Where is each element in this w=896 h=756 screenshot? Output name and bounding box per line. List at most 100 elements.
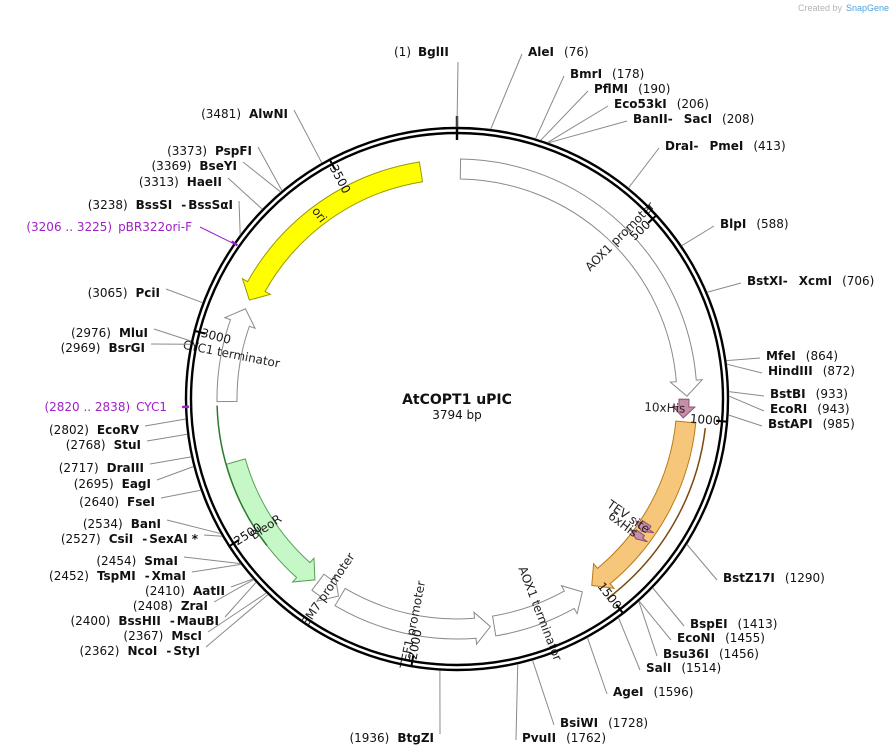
site-name-smai-0: SmaI	[144, 554, 178, 568]
feature-arrow-em7-promoter[interactable]	[311, 573, 340, 602]
site-econi[interactable]: EcoNI(1455)	[638, 600, 765, 645]
feature-bleor[interactable]: BleoR	[225, 458, 316, 583]
site-smai[interactable]: SmaI(2454)	[96, 554, 241, 568]
site-ecorv[interactable]: EcoRV(2802)	[49, 418, 186, 437]
site-pflmi[interactable]: PflMI(190)	[540, 82, 671, 141]
site-draiii[interactable]: DraIII(2717)	[59, 456, 192, 475]
site-name-alwni-0: AlwNI	[249, 107, 288, 121]
site-bsssi[interactable]: BssSαI - BssSI(3238)	[88, 198, 241, 235]
primer-cyc1[interactable]: CYC1(2820 .. 2838)	[44, 400, 190, 414]
site-drai[interactable]: DraI - PmeI(413)	[628, 139, 786, 189]
feature-arrow-ori[interactable]	[241, 161, 424, 301]
site-agei[interactable]: AgeI(1596)	[586, 637, 693, 699]
site-leader-aatii	[230, 578, 254, 588]
site-msci[interactable]: MscI(2367)	[123, 592, 267, 643]
site-pos-ncoi: (2362)	[80, 644, 120, 658]
site-bsshii[interactable]: MauBI - BssHII(2400)	[70, 581, 257, 628]
site-leader-bseyi	[242, 161, 281, 193]
site-ecori[interactable]: EcoRI(943)	[728, 395, 850, 416]
feature-ori[interactable]: ori	[241, 161, 424, 301]
site-bstapi[interactable]: BstAPI(985)	[728, 414, 855, 431]
site-sep-bstxi: -	[783, 274, 788, 288]
site-pos-mfei: (864)	[806, 349, 838, 363]
site-eco53ki[interactable]: Eco53kI(206)	[547, 97, 709, 143]
site-name-bsssi-1: BssSαI	[188, 198, 233, 212]
site-pos-msci: (2367)	[123, 629, 163, 643]
ruler-label-2500: 2500	[231, 520, 264, 548]
site-pos-pflmi: (190)	[638, 82, 670, 96]
feature-arrow-cyc1-terminator[interactable]	[216, 308, 257, 403]
site-name-bstz17i-0: BstZ17I	[723, 571, 775, 585]
feature-aox1-promoter[interactable]: AOX1 promoter	[459, 158, 704, 397]
site-name-haeii-0: HaeII	[187, 175, 222, 189]
site-pspfi[interactable]: PspFI(3373)	[167, 144, 283, 192]
site-leader-blpi	[681, 225, 715, 247]
site-alwni[interactable]: AlwNI(3481)	[201, 107, 323, 164]
site-bseyi[interactable]: BseYI(3369)	[152, 159, 281, 193]
site-leader-bsu36i	[638, 601, 658, 657]
site-eagi[interactable]: EagI(2695)	[74, 466, 194, 491]
feature-arrow-aox1-promoter[interactable]	[459, 158, 704, 397]
site-leader-bspei	[652, 587, 685, 627]
site-pos-bsshii: (2400)	[70, 614, 110, 628]
site-tspmi[interactable]: XmaI - TspMI(2452)	[49, 563, 242, 583]
site-leader-tspmi	[191, 563, 242, 573]
feature-10xhis[interactable]: 10xHis	[644, 398, 697, 419]
feature-arrow-tef1-promoter[interactable]	[334, 587, 492, 646]
site-banii[interactable]: BanII - SacI(208)	[548, 112, 754, 144]
site-pos-bglii: (1)	[394, 45, 411, 59]
site-bani[interactable]: BanI(2534)	[83, 517, 221, 535]
site-pos-zrai: (2408)	[133, 599, 173, 613]
site-mfei[interactable]: MfeI(864)	[726, 349, 838, 363]
site-btgzi[interactable]: BtgZI(1936)	[349, 670, 441, 745]
site-layer: (1)BglII AleI(76)BmrI(178)PflMI(190)Eco53…	[26, 45, 874, 745]
feature-arrow-atcopt1-cds[interactable]	[591, 420, 697, 590]
site-leader-msci	[207, 592, 267, 633]
site-mlui[interactable]: MluI(2976)	[71, 326, 192, 342]
site-name-alei-0: AleI	[528, 45, 554, 59]
site-hindiii[interactable]: HindIII(872)	[726, 363, 855, 378]
site-csii[interactable]: SexAI * - CsiI(2527)	[61, 532, 223, 546]
site-ncoi[interactable]: StyI - NcoI(2362)	[80, 594, 269, 658]
site-bglii[interactable]: (1)BglII	[394, 45, 459, 128]
site-alei[interactable]: AleI(76)	[490, 45, 589, 130]
site-pos-csii: (2527)	[61, 532, 101, 546]
site-bstxi[interactable]: BstXI - XcmI(706)	[707, 274, 874, 293]
site-leader-bsiwi	[532, 660, 555, 726]
site-pos-stui: (2768)	[66, 438, 106, 452]
site-stui[interactable]: StuI(2768)	[66, 433, 188, 452]
site-pvuii[interactable]: PvuII(1762)	[515, 664, 606, 745]
primer-pbr322ori-f[interactable]: pBR322ori-F(3206 .. 3225)	[26, 220, 239, 247]
site-sali[interactable]: SalI(1514)	[618, 617, 722, 675]
site-name-bstxi-0: BstXI	[747, 274, 783, 288]
site-bstz17i[interactable]: BstZ17I(1290)	[686, 544, 825, 585]
site-pcii[interactable]: PciI(3065)	[88, 286, 203, 304]
feature-arrow-aox1-terminator[interactable]	[491, 584, 583, 637]
site-aatii[interactable]: AatII(2410)	[145, 578, 254, 598]
site-haeii[interactable]: HaeII(3313)	[139, 175, 263, 210]
site-fsei[interactable]: FseI(2640)	[79, 489, 201, 509]
site-bstbi[interactable]: BstBI(933)	[728, 387, 848, 401]
site-bspei[interactable]: BspEI(1413)	[652, 587, 778, 631]
site-bmri[interactable]: BmrI(178)	[535, 67, 645, 139]
site-leader-bsshii	[224, 581, 257, 618]
ruler-tick-2000	[410, 655, 415, 668]
feature-atcopt1-cds[interactable]	[591, 420, 697, 590]
site-leader-eco53ki	[547, 105, 609, 143]
site-pos-fsei: (2640)	[79, 495, 119, 509]
site-blpi[interactable]: BlpI(588)	[681, 217, 789, 247]
feature-arrow-10xhis[interactable]	[671, 398, 697, 419]
site-pos-bsssi: (3238)	[88, 198, 128, 212]
site-pos-agei: (1596)	[653, 685, 693, 699]
primer-leader-pbr322ori-f	[199, 226, 238, 246]
feature-aox1-terminator[interactable]: AOX1 terminator	[491, 564, 583, 663]
site-sep-csii: -	[142, 532, 147, 546]
site-bsrgi[interactable]: BsrGI(2969)	[61, 341, 191, 355]
ruler-tick-2500	[228, 539, 240, 548]
site-bsu36i[interactable]: Bsu36I(1456)	[638, 601, 759, 661]
site-zrai[interactable]: ZraI(2408)	[133, 579, 254, 613]
feature-arrow-tev-site[interactable]	[635, 520, 655, 534]
feature-arrow-6xhis[interactable]	[629, 528, 648, 543]
site-pos-bspei: (1413)	[738, 617, 778, 631]
site-bsiwi[interactable]: BsiWI(1728)	[532, 660, 648, 730]
